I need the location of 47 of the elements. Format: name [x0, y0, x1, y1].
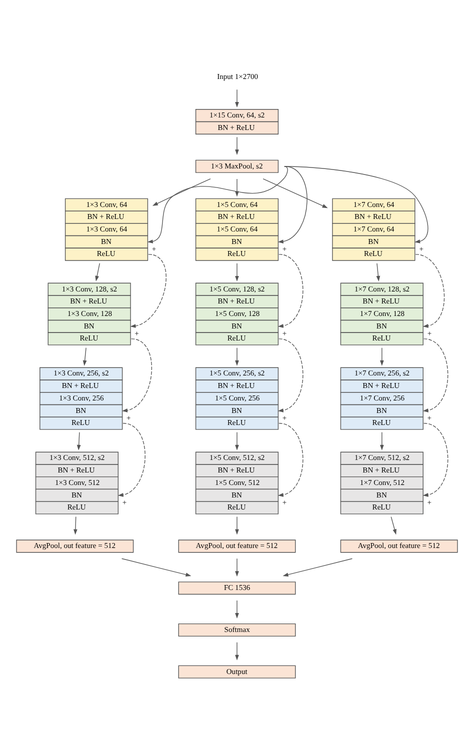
edge-label: +: [419, 244, 424, 254]
arrow: [152, 178, 211, 206]
arrow: [422, 422, 448, 496]
arrow: [235, 262, 239, 281]
arrow: [278, 166, 308, 243]
arrow: [95, 262, 100, 281]
arrow: [278, 253, 304, 328]
arrow: [235, 431, 239, 450]
arrow: [130, 253, 166, 328]
edge-label: +: [427, 328, 432, 338]
arrow: [284, 166, 428, 243]
arrow: [147, 166, 288, 243]
arrow: [235, 136, 239, 154]
arrow: [415, 253, 445, 328]
arrow: [262, 178, 328, 208]
edge-label: +: [282, 498, 287, 507]
arrow: [122, 338, 152, 412]
arrow: [376, 262, 380, 281]
node-text: Input 1×2700: [217, 72, 258, 81]
arrow: [235, 600, 239, 618]
arrow: [422, 338, 448, 412]
edge-label: +: [126, 413, 131, 422]
arrow: [380, 431, 384, 450]
arrow: [76, 431, 81, 450]
arrow: [74, 516, 78, 534]
arrow: [118, 422, 146, 496]
arrow: [278, 338, 304, 412]
arrow: [278, 422, 304, 496]
arrow: [390, 516, 396, 534]
arrow: [235, 178, 239, 196]
edge-label: +: [152, 244, 156, 254]
edge-label: +: [282, 328, 287, 338]
arrow: [82, 346, 87, 366]
arrow: [380, 346, 384, 366]
arrow: [121, 558, 192, 576]
arrow: [235, 88, 239, 108]
edge-label: +: [134, 328, 139, 338]
arrow: [235, 642, 239, 660]
edge-label: +: [282, 244, 287, 254]
arrow: [235, 346, 239, 366]
edge-label: +: [282, 413, 287, 422]
edge-label: +: [427, 498, 432, 507]
arrow: [235, 516, 239, 534]
edge-label: +: [122, 498, 127, 507]
arrow: [282, 558, 353, 576]
edge-label: +: [427, 413, 432, 422]
arrow: [235, 558, 239, 576]
